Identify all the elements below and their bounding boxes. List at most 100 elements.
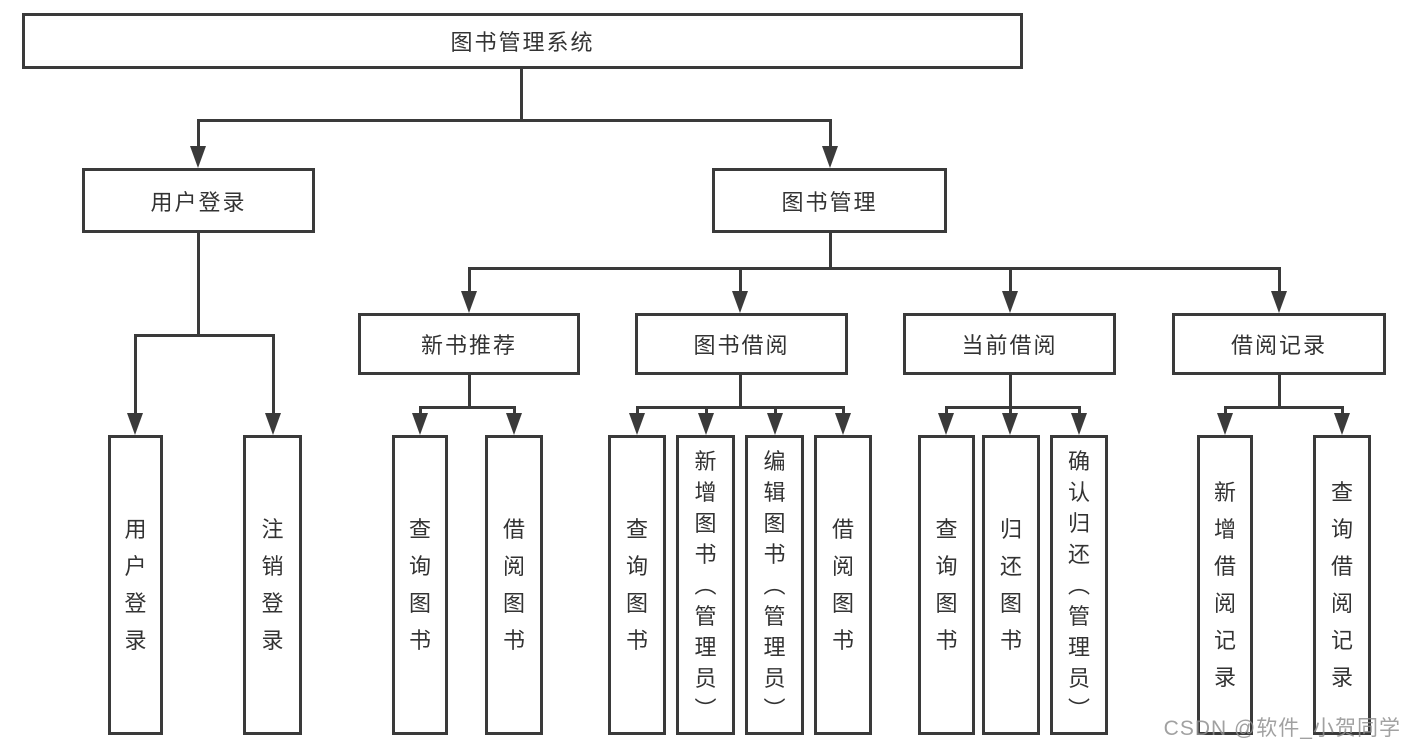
node-leaf-edit-book: 编辑图书︵管理员︶ — [745, 435, 804, 735]
arrow-down-icon — [767, 413, 783, 435]
node-label-char: 录 — [1213, 665, 1236, 690]
node-label-char: 记 — [1213, 628, 1236, 653]
arrow-down-icon — [127, 413, 143, 435]
node-label: 图书管理系统 — [450, 30, 595, 55]
arrow-down-icon — [938, 413, 954, 435]
node-label-char: 图 — [831, 591, 854, 616]
connector-line — [418, 405, 516, 409]
node-leaf-query-borrow-record: 查询借阅记录 — [1313, 435, 1371, 735]
node-label: 新书推荐 — [420, 333, 517, 358]
node-label-char: 管 — [694, 603, 717, 629]
node-label-char: 增 — [1213, 517, 1236, 542]
connector-line — [635, 405, 845, 409]
connector-line — [738, 375, 742, 407]
node-label-char: ︵ — [1067, 572, 1090, 598]
node-label-char: 编 — [763, 448, 786, 474]
node-label-char: 图 — [763, 510, 786, 536]
connector-line — [1008, 375, 1012, 407]
node-label-char: 录 — [261, 628, 284, 653]
node-label-char: 认 — [1067, 479, 1090, 505]
node-label-char: 询 — [935, 554, 958, 579]
node-leaf-add-book: 新增图书︵管理员︶ — [676, 435, 735, 735]
node-label: 图书管理 — [781, 189, 878, 215]
connector-line — [133, 333, 275, 337]
node-label-char: 还 — [1067, 541, 1090, 567]
arrow-down-icon — [1271, 291, 1287, 313]
node-label-char: 图 — [625, 591, 648, 616]
node-label-char: 登 — [124, 591, 147, 616]
node-label-char: 图 — [502, 591, 525, 616]
node-label-char: 借 — [831, 517, 854, 542]
arrow-down-icon — [732, 291, 748, 313]
node-label-char: 查 — [625, 517, 648, 542]
arrow-down-icon — [835, 413, 851, 435]
node-leaf-borrow-book-1: 借阅图书 — [485, 435, 543, 735]
node-label-char: 确 — [1067, 448, 1090, 474]
node-label-char: ︶ — [694, 696, 717, 722]
node-label-char: 借 — [1213, 554, 1236, 579]
arrow-down-icon — [1002, 413, 1018, 435]
node-leaf-logout: 注销登录 — [243, 435, 302, 735]
node-borrow-record: 借阅记录 — [1172, 313, 1386, 375]
node-label-char: 借 — [1330, 554, 1353, 579]
node-label-char: 图 — [999, 591, 1022, 616]
node-label-char: 新 — [1213, 480, 1236, 505]
node-label-char: 图 — [694, 510, 717, 536]
connector-line — [1223, 405, 1344, 409]
arrow-down-icon — [265, 413, 281, 435]
node-label-char: 阅 — [1213, 591, 1236, 616]
node-label-char: 书 — [694, 541, 717, 567]
node-new-book-recommend: 新书推荐 — [358, 313, 580, 375]
connector-line — [196, 233, 200, 335]
node-label-char: 新 — [694, 448, 717, 474]
node-label-char: 借 — [502, 517, 525, 542]
arrow-down-icon — [698, 413, 714, 435]
node-system: 图书管理系统 — [22, 13, 1023, 69]
node-label-char: 录 — [124, 628, 147, 653]
node-leaf-user-login: 用户登录 — [108, 435, 163, 735]
arrow-down-icon — [629, 413, 645, 435]
node-label-char: 询 — [625, 554, 648, 579]
arrow-down-icon — [1217, 413, 1233, 435]
node-label-char: 查 — [1330, 480, 1353, 505]
connector-line — [1277, 375, 1281, 407]
connector-line — [828, 120, 832, 154]
node-label-char: ︶ — [763, 696, 786, 722]
node-label-char: 书 — [408, 628, 431, 653]
node-label-char: 辑 — [763, 479, 786, 505]
node-leaf-borrow-book-2: 借阅图书 — [814, 435, 872, 735]
connector-line — [738, 268, 742, 299]
connector-line — [828, 233, 832, 268]
node-label-char: 增 — [694, 479, 717, 505]
node-leaf-add-borrow-record: 新增借阅记录 — [1197, 435, 1253, 735]
node-label-char: 阅 — [831, 554, 854, 579]
connector-line — [271, 335, 275, 421]
node-label-char: 户 — [124, 554, 147, 579]
node-label: 用户登录 — [150, 189, 247, 215]
connector-line — [944, 405, 1081, 409]
node-user-login: 用户登录 — [82, 168, 315, 233]
node-label-char: 理 — [1067, 634, 1090, 660]
connector-line — [196, 118, 832, 122]
node-label-char: 理 — [763, 634, 786, 660]
node-label-char: 书 — [625, 628, 648, 653]
node-label-char: 员 — [694, 665, 717, 691]
node-label: 图书借阅 — [693, 333, 790, 358]
node-label-char: 查 — [935, 517, 958, 542]
node-leaf-confirm-return: 确认归还︵管理员︶ — [1050, 435, 1108, 735]
node-book-management: 图书管理 — [712, 168, 947, 233]
node-label: 当前借阅 — [961, 333, 1058, 358]
node-label-char: ︶ — [1067, 696, 1090, 722]
connector-line — [1277, 268, 1281, 299]
arrow-down-icon — [822, 146, 838, 168]
arrow-down-icon — [412, 413, 428, 435]
connector-line — [467, 268, 471, 299]
node-label-char: 询 — [1330, 517, 1353, 542]
node-label-char: 阅 — [1330, 591, 1353, 616]
connector-line — [133, 335, 137, 421]
node-label-char: 图 — [408, 591, 431, 616]
node-label-char: 阅 — [502, 554, 525, 579]
node-label-char: 图 — [935, 591, 958, 616]
node-label-char: 管 — [1067, 603, 1090, 629]
arrow-down-icon — [461, 291, 477, 313]
